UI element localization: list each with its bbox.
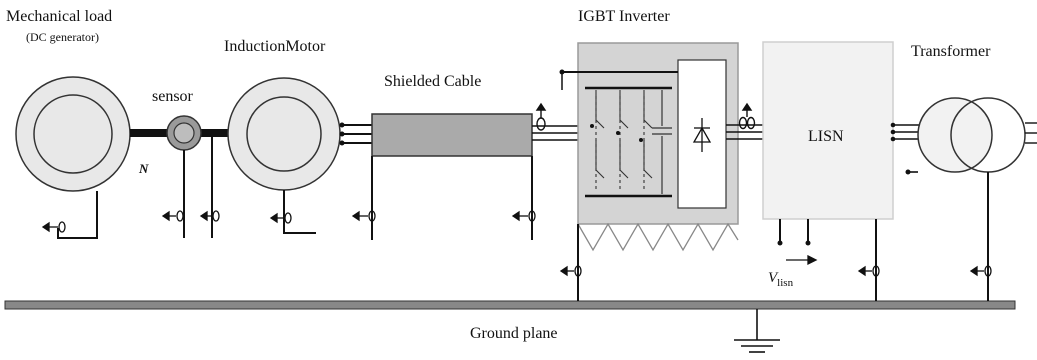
lisn-box <box>762 41 894 220</box>
inverter-phase-dots <box>590 124 643 142</box>
node-n-label: N <box>139 161 149 176</box>
vlisn-arrow-icon <box>786 254 818 266</box>
generator-ground-path <box>57 191 98 239</box>
igbt-switches <box>595 90 653 190</box>
heatsink-fins <box>577 222 739 252</box>
current-probe-lisn-icon <box>738 102 756 130</box>
dc-link-capacitor-icon <box>652 90 672 194</box>
v-lisn-label: Vlisn <box>768 270 793 289</box>
ground-plane-label: Ground plane <box>470 325 558 342</box>
dc-generator-label: (DC generator) <box>26 30 99 44</box>
earth-ground-icon <box>734 309 780 353</box>
inverter-lisn-wires <box>726 124 765 140</box>
motor-cable-wires <box>340 124 372 144</box>
shielded-cable <box>371 113 533 157</box>
v-lisn-sub: lisn <box>777 277 794 289</box>
induction-motor <box>227 77 341 191</box>
ground-current-probes <box>41 210 992 277</box>
ground-plane-bar <box>4 300 1016 310</box>
vlisn-terminals <box>779 219 809 243</box>
induction-motor-label: InductionMotor <box>224 38 326 55</box>
current-probe-icon <box>535 102 547 131</box>
igbt-inverter-label: IGBT Inverter <box>578 8 670 25</box>
torque-sensor <box>166 115 202 151</box>
lisn-label: LISN <box>808 128 844 145</box>
v-lisn-main: V <box>768 270 778 286</box>
motor-terminal-dots <box>339 122 345 146</box>
shielded-cable-label: Shielded Cable <box>384 73 482 90</box>
transformer-icon <box>917 97 1026 173</box>
sensor-label: sensor <box>152 88 193 105</box>
transformer-label: Transformer <box>911 43 991 60</box>
mechanical-load-label: Mechanical load <box>6 8 113 25</box>
dc-generator <box>15 76 131 192</box>
lisn-transformer-wires <box>893 124 920 140</box>
diode-icon <box>692 118 712 152</box>
